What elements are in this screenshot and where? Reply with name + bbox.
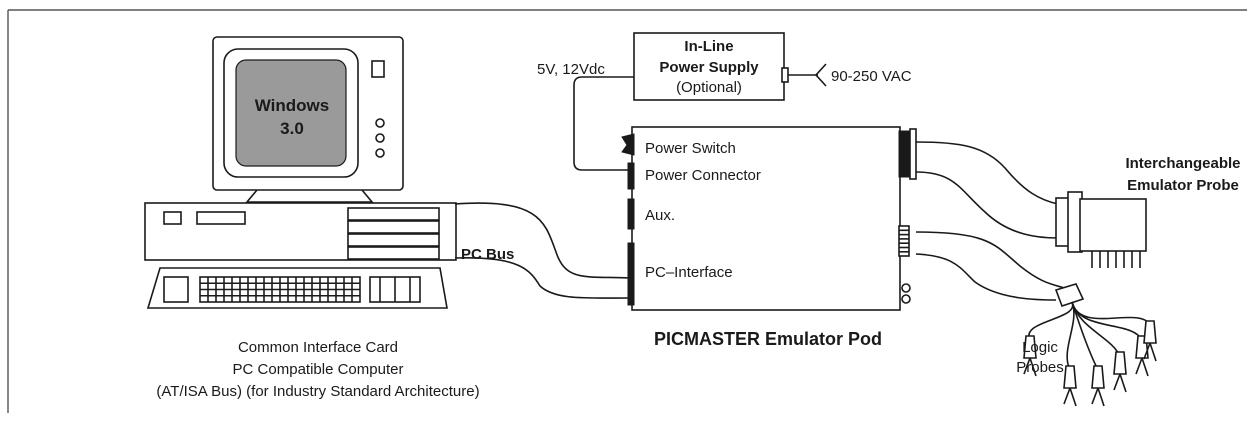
- screen-text-line1: Windows: [255, 96, 329, 115]
- probe-connector: [898, 130, 911, 178]
- probe-title-line2: Emulator Probe: [1127, 177, 1239, 194]
- drive-slot: [196, 211, 246, 225]
- port-aux-label: Aux.: [645, 207, 675, 224]
- pc-computer: Windows 3.0 Common Interface Card PC Com…: [144, 36, 480, 400]
- power-connector-port: [627, 162, 635, 190]
- expansion-slot: [347, 207, 440, 221]
- logic-probe-leads: [1023, 301, 1157, 407]
- logic-probes-label-line1: Logic: [1022, 339, 1058, 356]
- expansion-slot: [347, 220, 440, 234]
- power-supply-input-socket: [781, 67, 789, 83]
- keyboard-left-block: [163, 276, 189, 303]
- power-supply-output-label: 5V, 12Vdc: [537, 61, 605, 78]
- power-supply-title-line1: In-Line: [684, 38, 733, 55]
- monitor-knob: [375, 148, 385, 158]
- expansion-slot: [347, 246, 440, 260]
- aux-port: [627, 198, 635, 230]
- power-supply: [633, 32, 827, 101]
- pod-indicator: [901, 283, 911, 293]
- screen-display: [235, 59, 347, 167]
- power-supply-subtitle: (Optional): [676, 79, 742, 96]
- keyboard: [146, 267, 448, 309]
- monitor: [212, 36, 404, 203]
- monitor-knob: [375, 133, 385, 143]
- monitor-power-button: [371, 60, 385, 78]
- pod-title: PICMASTER Emulator Pod: [654, 329, 882, 349]
- logic-probe-lead: [1071, 301, 1157, 362]
- interchangeable-emulator-probe: [1055, 191, 1147, 268]
- logic-probe-cable: [915, 231, 1071, 301]
- pc-interface-port: [627, 242, 635, 306]
- dc-power-cable: [573, 76, 634, 171]
- logic-probe-lead: [1063, 301, 1077, 407]
- power-switch-icon: [621, 133, 635, 156]
- probe-pins: [1091, 251, 1141, 268]
- logic-probe-lead: [1071, 301, 1149, 377]
- emulator-probe-cable: [915, 141, 1059, 239]
- logic-probe-connector: [898, 225, 910, 257]
- logic-probe-lead: [1023, 301, 1074, 377]
- port-pc-interface-label: PC–Interface: [645, 264, 733, 281]
- logic-probe-hub: [1054, 283, 1085, 308]
- screen-text-line2: 3.0: [280, 119, 304, 138]
- power-supply-input-label: 90-250 VAC: [831, 68, 912, 85]
- power-supply-title-line2: Power Supply: [659, 59, 759, 76]
- pc-caption-line2: PC Compatible Computer: [233, 361, 404, 378]
- pc-caption-line1: Common Interface Card: [238, 339, 398, 356]
- pc-bus-label: PC Bus: [461, 246, 514, 263]
- keyboard-keys: [199, 276, 361, 303]
- port-power-connector-label: Power Connector: [645, 167, 761, 184]
- port-power-switch-label: Power Switch: [645, 140, 736, 157]
- monitor-knob: [375, 118, 385, 128]
- emulator-pod: [621, 126, 917, 311]
- probe-title-line1: Interchangeable: [1125, 155, 1240, 172]
- pc-caption-line3: (AT/ISA Bus) (for Industry Standard Arch…: [156, 383, 479, 400]
- pc-bus-cable: [454, 202, 631, 299]
- expansion-slot: [347, 233, 440, 247]
- system-unit: [144, 202, 457, 261]
- drive-slot: [163, 211, 182, 225]
- pod-indicator: [901, 294, 911, 304]
- ac-plug: [814, 63, 827, 87]
- monitor-stand: [245, 189, 374, 203]
- logic-probes-label-line2: Probes: [1016, 359, 1064, 376]
